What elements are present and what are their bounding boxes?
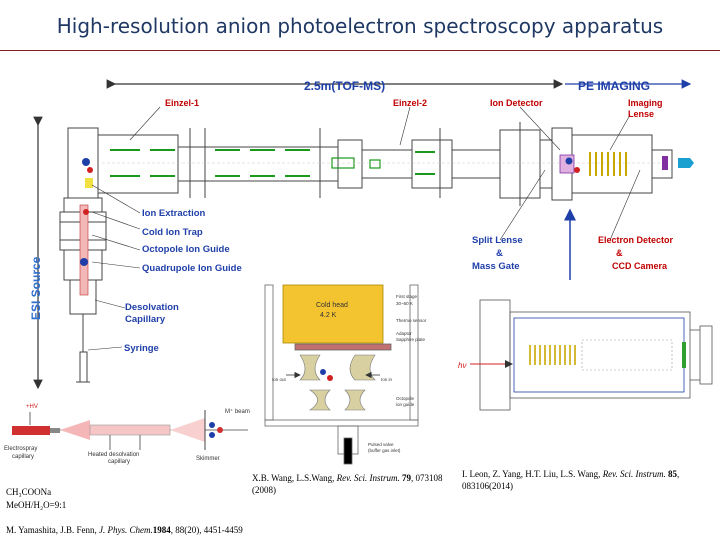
ion-in-label: Ion in bbox=[381, 377, 393, 382]
leon-volume: 85 bbox=[668, 469, 678, 479]
einzel1-label: Einzel-1 bbox=[165, 98, 199, 108]
reference-wang-2008: X.B. Wang, L.S.Wang, Rev. Sci. Instrum. … bbox=[252, 472, 452, 496]
ion-detector bbox=[559, 154, 575, 174]
tof-tube bbox=[97, 122, 673, 206]
imaging-inset-detector bbox=[682, 342, 686, 368]
wang-volume: 79 bbox=[401, 473, 411, 483]
heated-capillary-label-2: capillary bbox=[108, 459, 130, 465]
esi-inset bbox=[12, 410, 248, 450]
extraction-ion-blue bbox=[82, 158, 90, 166]
tof-ms-label: 2.5m(TOF-MS) bbox=[304, 79, 385, 93]
trap-electrode-right bbox=[349, 354, 376, 381]
octopole-electrode-left bbox=[309, 389, 331, 411]
hv-label: +HV bbox=[26, 404, 38, 410]
cold-head-label-1: Cold head bbox=[316, 302, 348, 309]
first-stage-label-1: First stage bbox=[396, 294, 418, 299]
electrospray-label-1: Electrospray bbox=[4, 446, 37, 452]
quadrupole-ion bbox=[80, 258, 88, 266]
desolvation-label-1: Desolvation bbox=[125, 302, 179, 313]
sapphire-label-1: Adaptor bbox=[396, 331, 412, 336]
octopole-label-2: ion guide bbox=[396, 402, 415, 407]
imaging-lens-stack bbox=[589, 152, 627, 176]
cold-head-block bbox=[282, 284, 384, 344]
trap-electrode-left bbox=[299, 354, 321, 381]
leon-pages: , 083106(2014) bbox=[462, 469, 680, 491]
octopole-electrode-right bbox=[344, 389, 366, 411]
electron-detector-label-2: & bbox=[616, 248, 623, 258]
desolvation-label-2: Capillary bbox=[125, 314, 166, 325]
electrospray-label-2: capillary bbox=[12, 454, 34, 460]
electron-flight-region bbox=[581, 339, 673, 371]
quadrupole-guide-label: Quadrupole Ion Guide bbox=[142, 263, 242, 274]
octopole-guide-label: Octopole Ion Guide bbox=[142, 244, 230, 255]
octopole-label-1: Octopole bbox=[396, 396, 415, 401]
sample-label-2: MeOH/H₂O=9:1 bbox=[6, 500, 67, 510]
ccd-camera bbox=[678, 158, 694, 168]
electron-detector-label-3: CCD Camera bbox=[612, 261, 668, 271]
imaging-inset-lenses bbox=[529, 345, 576, 365]
esi-source-label: ESI Source bbox=[29, 256, 43, 320]
ion-extraction-label: Ion Extraction bbox=[142, 208, 206, 219]
einzel2-label: Einzel-2 bbox=[393, 98, 427, 108]
imaging-lense-label-2: Lense bbox=[628, 109, 654, 119]
wang-pages: , 073108 (2008) bbox=[252, 473, 443, 495]
leon-journal: Rev. Sci. Instrum. bbox=[602, 469, 666, 479]
cold-head-label-2: 4.2 K bbox=[320, 312, 337, 319]
detector-ion-red bbox=[574, 167, 580, 173]
thermo-sensor-label: Thermo sensor bbox=[396, 318, 427, 323]
imaging-inset bbox=[479, 299, 713, 411]
split-lense-label-2: & bbox=[496, 248, 503, 259]
sample-label-1: CH₃COONa bbox=[6, 487, 52, 497]
wang-authors: X.B. Wang, L.S.Wang, bbox=[252, 473, 335, 483]
title-divider bbox=[0, 50, 720, 51]
leader-lines bbox=[87, 106, 641, 351]
einzel-electrodes bbox=[110, 149, 435, 177]
pe-imaging-label: PE IMAGING bbox=[578, 79, 650, 93]
pulsed-valve-label-1: Pulsed valve bbox=[368, 442, 394, 447]
trap-ion-red bbox=[327, 375, 333, 381]
yamashita-year: 1984 bbox=[152, 525, 171, 535]
electron-detector-label-1: Electron Detector bbox=[598, 235, 674, 245]
ion-guide-path bbox=[79, 204, 89, 296]
sapphire-label-2: Sapphire plate bbox=[396, 337, 426, 342]
trap-ion-blue bbox=[320, 369, 326, 375]
mbeam-label: M⁺ beam bbox=[225, 408, 250, 415]
reference-yamashita-1984: M. Yamashita, J.B. Fenn, J. Phys. Chem.1… bbox=[6, 524, 326, 536]
ion-out-label: Ion out bbox=[272, 377, 287, 382]
split-lense-label-3: Mass Gate bbox=[472, 261, 520, 272]
yamashita-pages: , 88(20), 4451-4459 bbox=[170, 525, 243, 535]
h-nu-label: hν bbox=[458, 361, 466, 370]
cold-ion-trap-label: Cold Ion Trap bbox=[142, 227, 203, 238]
heated-capillary-label-1: Heated desolvation bbox=[88, 452, 139, 458]
mcp-detector bbox=[662, 156, 668, 170]
yamashita-journal: J. Phys. Chem. bbox=[99, 525, 153, 535]
extraction-ion-red bbox=[87, 167, 93, 173]
wang-journal: Rev. Sci. Instrum. bbox=[336, 473, 400, 483]
detector-ion-blue bbox=[565, 157, 573, 165]
ion-detector-label: Ion Detector bbox=[490, 98, 543, 108]
extraction-plate bbox=[85, 178, 93, 188]
reference-leon-2014: I. Leon, Z. Yang, H.T. Liu, L.S. Wang, R… bbox=[462, 468, 716, 492]
yamashita-authors: M. Yamashita, J.B. Fenn, bbox=[6, 525, 97, 535]
first-stage-label-2: 30~50 K bbox=[396, 301, 413, 306]
slide-title: High-resolution anion photoelectron spec… bbox=[56, 14, 664, 38]
syringe-label: Syringe bbox=[124, 343, 159, 354]
leon-authors: I. Leon, Z. Yang, H.T. Liu, L.S. Wang, bbox=[462, 469, 601, 479]
trap-ion bbox=[83, 209, 89, 215]
imaging-lense-label-1: Imaging bbox=[628, 98, 663, 108]
pulsed-valve-label-2: (buffer gas inlet) bbox=[368, 448, 401, 453]
cold-trap-inset bbox=[264, 284, 419, 465]
skimmer-label: Skimmer bbox=[196, 456, 220, 462]
split-lense-label-1: Split Lense bbox=[472, 235, 523, 246]
